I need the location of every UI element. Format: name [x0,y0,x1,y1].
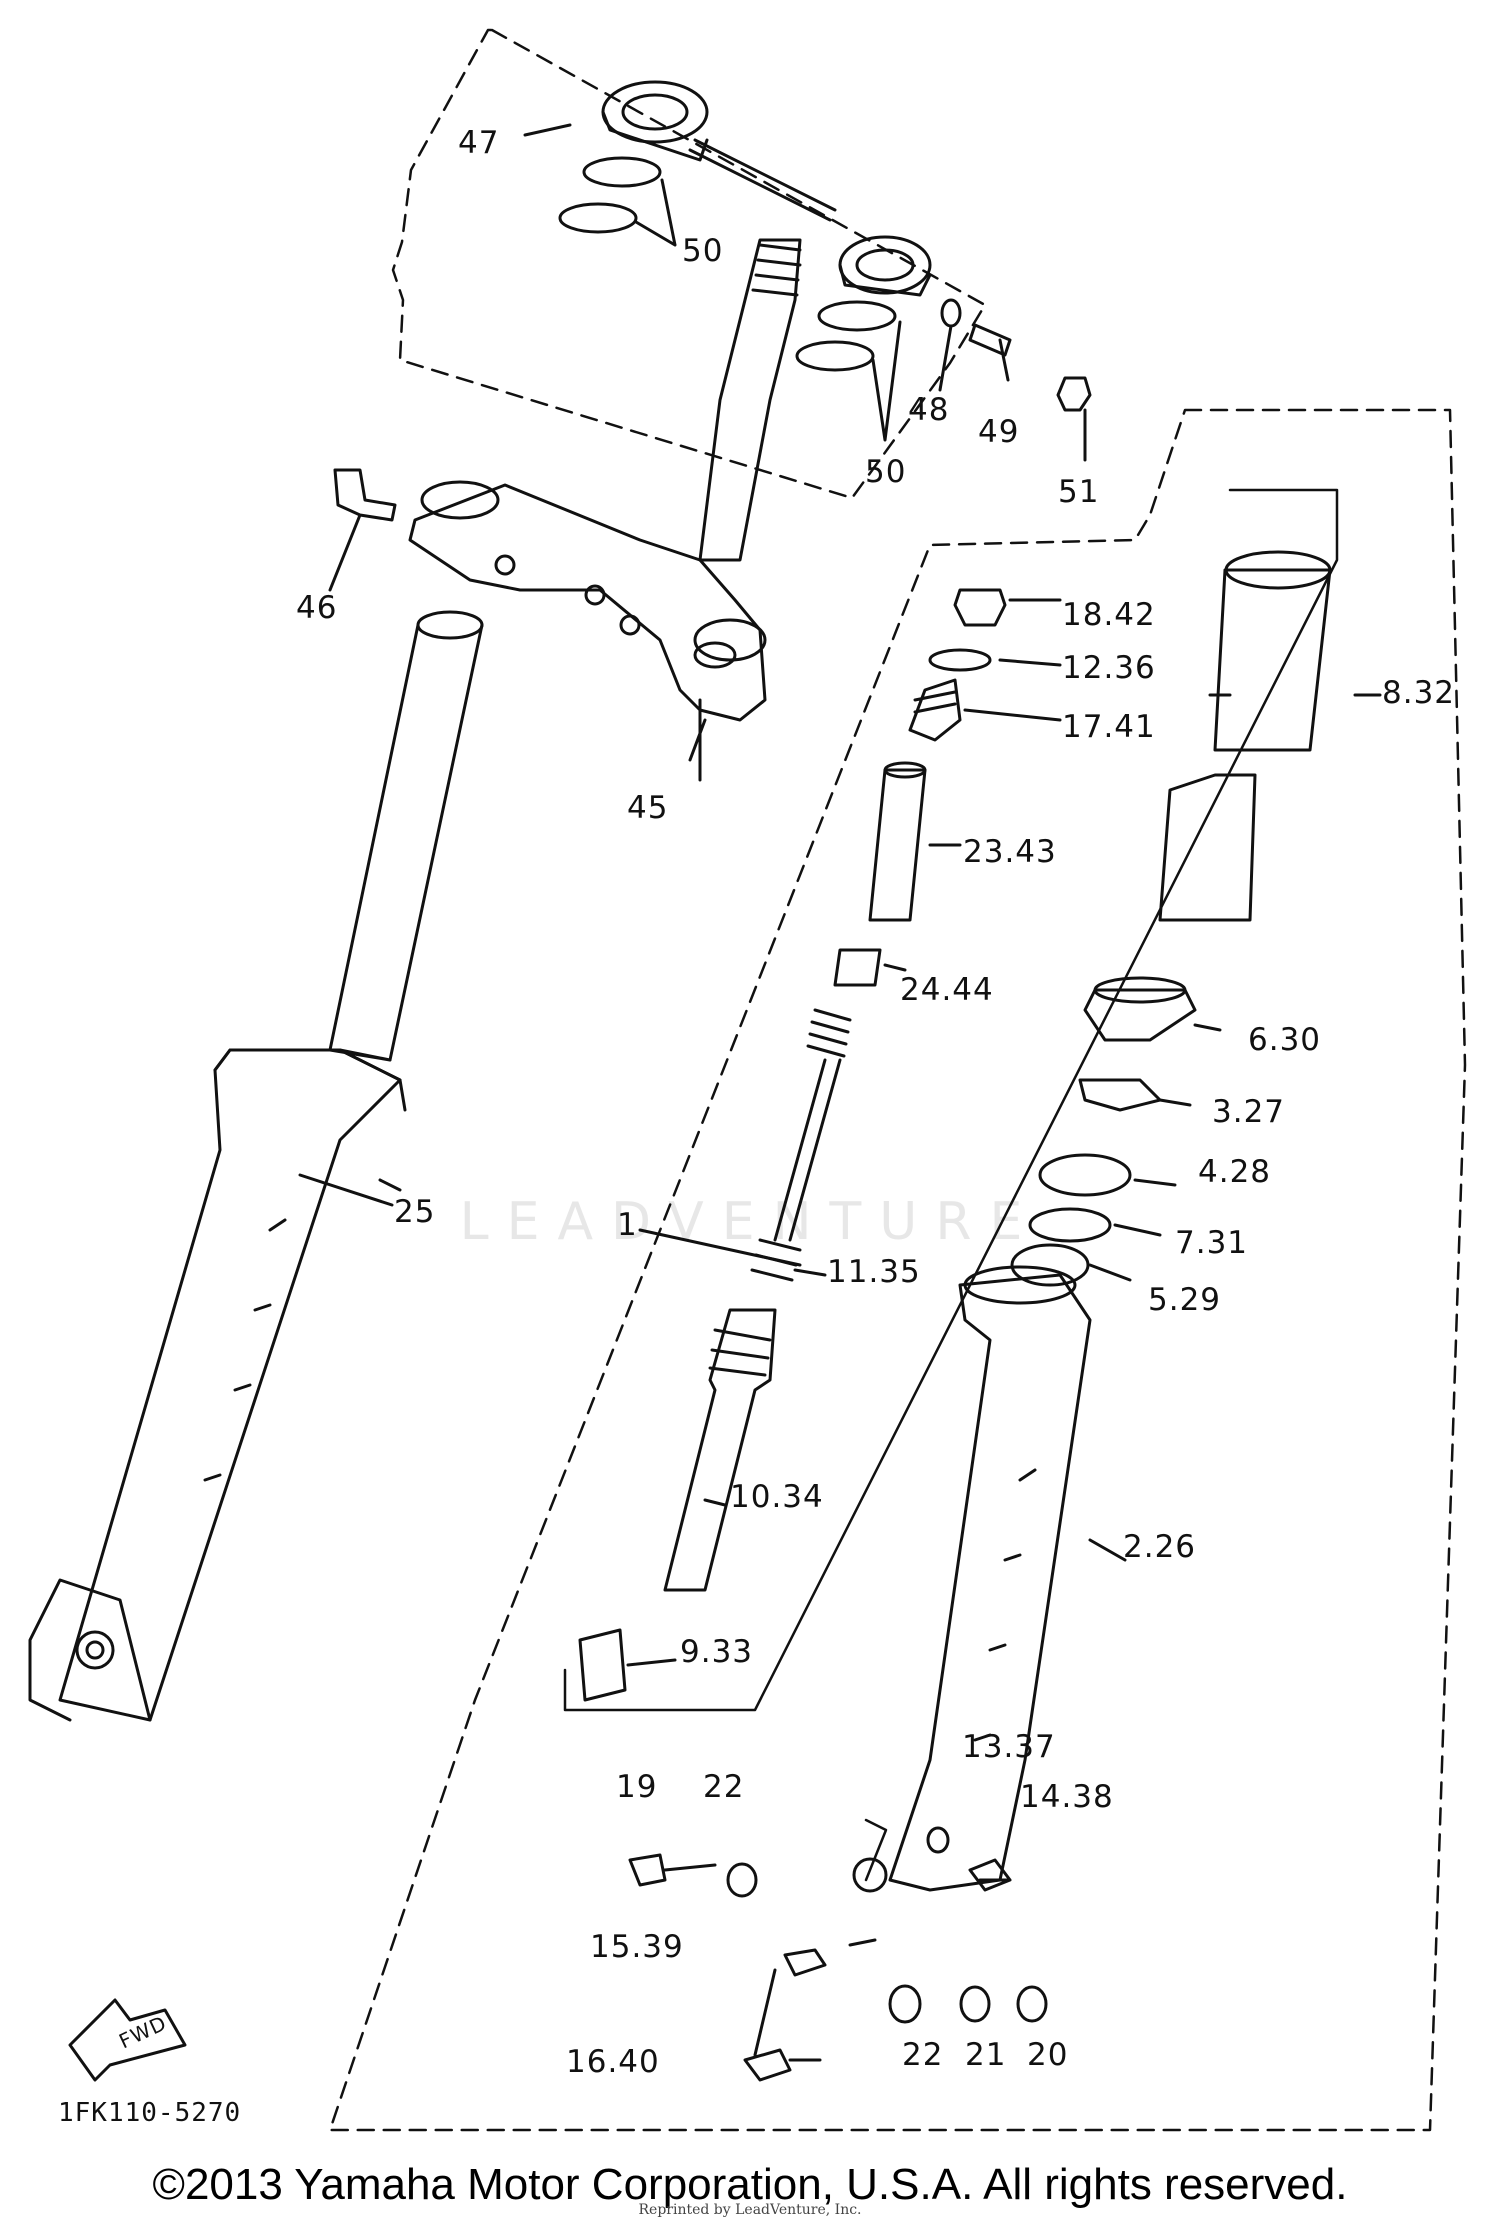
seal-7 [1028,1207,1112,1243]
group-outline-inner-parts [563,488,1339,1712]
o-ring-lower-a [817,300,897,332]
callout-8-32: 8.32 [1382,675,1456,711]
inner-parts [578,588,1007,1702]
clip-3 [1078,1078,1162,1112]
drain-bolt-16 [743,1968,792,2082]
washer-48 [940,298,962,328]
washer-22a [726,1862,758,1898]
callout-17-41: 17.41 [1062,709,1156,745]
washer-24 [833,948,882,987]
outer-tube-2 [888,1273,1092,1892]
callout-50-upper: 50 [682,233,724,269]
callout-49: 49 [978,414,1020,450]
callout-20: 20 [1027,2037,1069,2073]
callout-23-43: 23.43 [963,834,1057,870]
bushing-5 [1010,1243,1090,1287]
group-outline-fork-assembly [328,408,1467,2132]
callout-5-29: 5.29 [1148,1282,1222,1318]
diagram-code: 1FK110-5270 [58,2098,242,2128]
callout-46: 46 [296,590,338,626]
handlebar-clamp [601,80,932,297]
callout-6-30: 6.30 [1248,1022,1322,1058]
o-ring-12 [928,648,992,672]
spring-1 [806,1008,852,1058]
right-fork-parts [852,550,1332,1893]
nut-20 [1016,1985,1048,2023]
inner-tube-8 [1213,568,1332,752]
callout-3-27: 3.27 [1212,1094,1286,1130]
cap-bolt-18 [953,588,1007,627]
reprint-note: Reprinted by LeadVenture, Inc. [638,2202,862,2218]
callout-51: 51 [1058,474,1100,510]
callout-45: 45 [627,790,669,826]
callout-24-44: 24.44 [900,972,994,1008]
group-outline-bolt-bracket [864,1818,888,1882]
bolt-46 [328,468,397,592]
callout-12-36: 12.36 [1062,650,1156,686]
callout-10-34: 10.34 [730,1479,824,1515]
washer-15 [783,1948,827,1977]
copyright-notice: ©2013 Yamaha Motor Corporation, U.S.A. A… [152,2160,1348,2209]
callout-47: 47 [458,125,500,161]
callout-13-37: 13.37 [962,1729,1056,1765]
washer-22b [888,1984,922,2024]
group-outline-handlebar [391,28,987,500]
fork-tube-lower [1158,773,1257,922]
callout-4-28: 4.28 [1198,1154,1272,1190]
oil-lock-9 [578,1628,627,1702]
callout-48: 48 [908,392,950,428]
bolt-14 [968,1858,1012,1892]
washer-4 [1038,1153,1132,1197]
left-fork-assembly [28,610,484,1722]
damper-rod-10 [663,1308,777,1592]
bolt-49 [968,323,1012,382]
washer-13 [926,1826,950,1854]
callout-16-40: 16.40 [566,2044,660,2080]
nut-21 [959,1985,991,2023]
o-ring-upper-b [558,202,638,234]
callout-50-lower: 50 [865,454,907,490]
steering-stem [408,238,802,782]
callout-25: 25 [394,1194,436,1230]
callout-7-31: 7.31 [1175,1225,1249,1261]
callout-21: 21 [965,2037,1007,2073]
callout-14-38: 14.38 [1020,1779,1114,1815]
callout-22-upper: 22 [703,1769,745,1805]
watermark-text: LEADVENTURE [459,1192,1041,1252]
o-ring-lower-b [795,340,875,372]
callout-15-39: 15.39 [590,1929,684,1965]
callout-19: 19 [616,1769,658,1805]
callout-2-26: 2.26 [1123,1529,1197,1565]
spacer-pipe-23 [868,768,927,922]
callout-1: 1 [617,1207,638,1243]
callout-9-33: 9.33 [680,1634,754,1670]
nut-51 [1056,376,1092,462]
callout-18-42: 18.42 [1062,597,1156,633]
fwd-arrow-icon [68,1998,187,2082]
bolt-19 [628,1853,717,1887]
spacer-17 [908,678,962,742]
callout-11-35: 11.35 [827,1254,921,1290]
o-ring-upper-a [582,156,662,188]
callout-22-lower: 22 [902,2037,944,2073]
